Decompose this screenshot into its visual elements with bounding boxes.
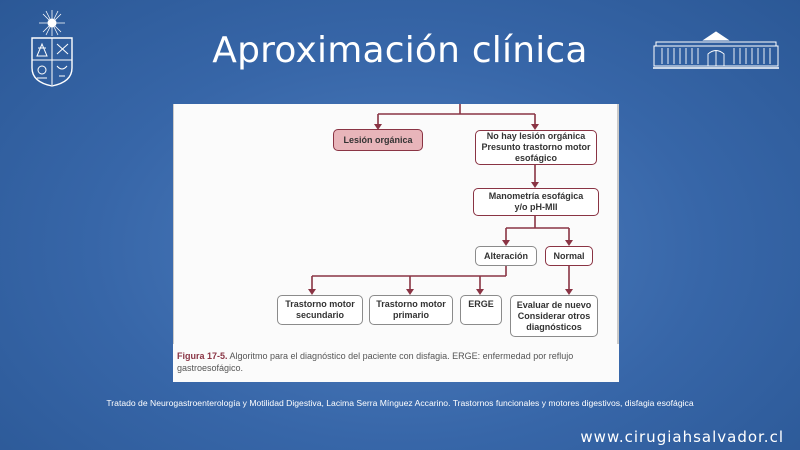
node-trastorno-secundario: Trastorno motor secundario [277,295,363,325]
slide-title: Aproximación clínica [212,30,588,71]
bibliographic-reference: Tratado de Neurogastroenterología y Moti… [106,398,694,408]
node-no-lesion-organica: No hay lesión orgánica Presunto trastorn… [475,130,597,165]
node-trastorno-primario: Trastorno motor primario [369,295,453,325]
node-manometria: Manometría esofágica y/o pH-MII [473,188,599,216]
hospital-building-icon [653,31,779,69]
node-evaluar-de-nuevo: Evaluar de nuevo Considerar otros diagnó… [510,295,598,337]
website-url[interactable]: www.cirugiahsalvador.cl [580,428,784,446]
node-normal: Normal [545,246,593,266]
diagnostic-algorithm-figure: Lesión orgánica No hay lesión orgánica P… [173,104,619,382]
node-alteracion: Alteración [475,246,537,266]
figure-caption: Figura 17-5. Algoritmo para el diagnósti… [177,350,613,374]
university-coat-of-arms-icon [31,10,73,87]
node-erge: ERGE [460,295,502,325]
flowchart-connectors [173,104,619,344]
figure-caption-lead: Figura 17-5. [177,351,228,361]
node-lesion-organica: Lesión orgánica [333,129,423,151]
figure-caption-text: Algoritmo para el diagnóstico del pacien… [177,351,574,373]
